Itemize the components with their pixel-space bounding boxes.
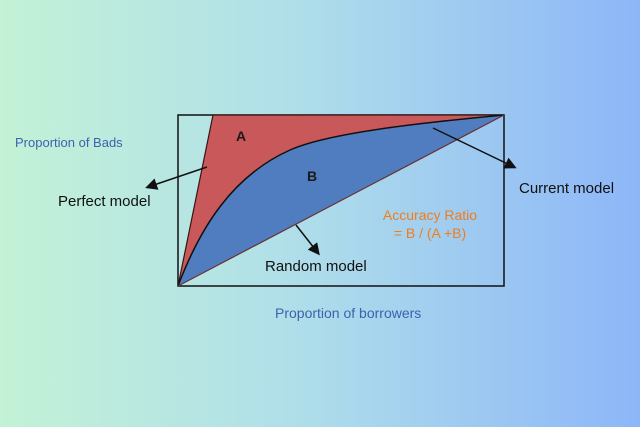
y-axis-label: Proportion of Bads	[15, 135, 123, 150]
accuracy-ratio-equation: = B / (A +B)	[393, 225, 467, 241]
current-model-label: Current model	[519, 180, 615, 197]
random-model-label: Random model	[265, 258, 367, 275]
current-model-curve	[177, 114, 505, 287]
perfect-model-line	[177, 114, 504, 287]
random-model-arrow	[295, 224, 320, 256]
random-model-line	[177, 114, 505, 287]
accuracy-ratio-title: Accuracy Ratio	[382, 207, 478, 223]
perfect-model-arrow	[145, 166, 208, 190]
area-a-label: A	[236, 128, 247, 144]
perfect-model-label: Perfect model	[58, 193, 151, 210]
accuracy-ratio-formula: Accuracy Ratio = B / (A +B)	[362, 206, 498, 242]
area-a-region	[178, 115, 504, 286]
x-axis-label: Proportion of borrowers	[275, 305, 422, 321]
current-model-arrow	[432, 127, 517, 169]
area-b-label: B	[307, 168, 318, 184]
